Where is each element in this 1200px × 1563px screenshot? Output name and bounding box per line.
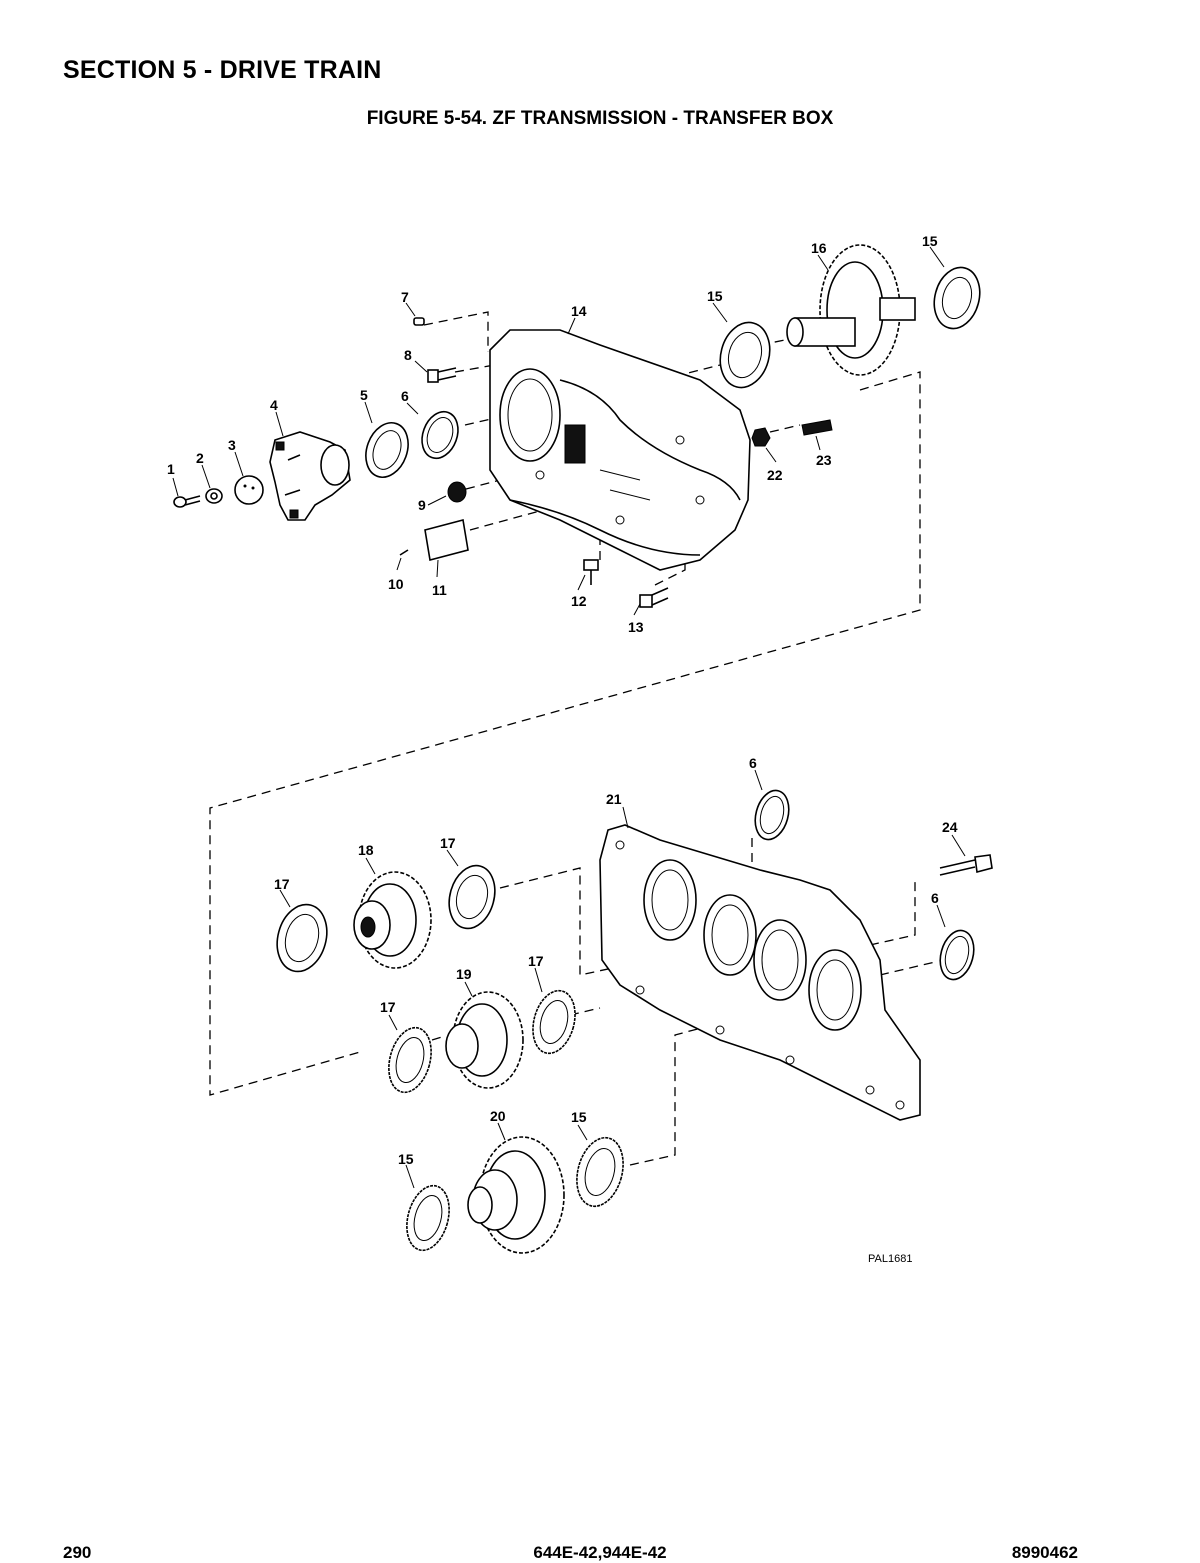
part-17-bearing-lower-right [532, 989, 576, 1055]
callout-15-b: 15 [922, 233, 938, 249]
part-16-gear-shaft [786, 244, 916, 376]
callout-4: 4 [270, 397, 278, 413]
part-8-bolt [427, 367, 457, 383]
callout-15-a: 15 [707, 288, 723, 304]
part-15-bearing-bottom-left [406, 1184, 450, 1252]
callout-9: 9 [418, 497, 426, 513]
part-5-seal [365, 422, 409, 478]
part-21-housing [599, 824, 921, 1121]
part-12-bolt [583, 559, 599, 585]
callout-14: 14 [571, 303, 587, 319]
part-18-gear [353, 871, 432, 969]
part-9-plug [447, 481, 467, 503]
callout-1: 1 [167, 461, 175, 477]
callout-6: 6 [401, 388, 409, 404]
part-10-screw [399, 549, 409, 556]
callout-2: 2 [196, 450, 204, 466]
callout-17-c: 17 [380, 999, 396, 1015]
part-17-bearing-middle [448, 864, 496, 930]
part-1-bolt [173, 495, 201, 508]
part-23-stud [801, 419, 833, 436]
callout-15-c: 15 [398, 1151, 414, 1167]
callout-15-d: 15 [571, 1109, 587, 1125]
part-24-bolt [939, 854, 993, 876]
callout-7: 7 [401, 289, 409, 305]
callout-21: 21 [606, 791, 622, 807]
leader-lines [172, 246, 966, 1189]
callout-11: 11 [432, 582, 447, 598]
image-code: PAL1681 [868, 1253, 912, 1265]
assembly-guide-lines-lower [431, 838, 936, 1166]
part-4-yoke [269, 431, 351, 521]
part-6-shim-lower-top [754, 789, 790, 841]
callout-24: 24 [942, 819, 958, 835]
callout-13: 13 [628, 619, 644, 635]
part-15-bearing-bottom-right [576, 1136, 624, 1208]
part-2-washer [205, 488, 223, 504]
callout-17-b: 17 [440, 835, 456, 851]
part-15-bearing-upper [719, 321, 771, 389]
callout-16: 16 [811, 240, 827, 256]
part-13-bolt [639, 587, 669, 608]
part-14-housing-cover [489, 329, 751, 571]
callout-12: 12 [571, 593, 587, 609]
callout-17-a: 17 [274, 876, 290, 892]
part-6-shim-upper [421, 410, 459, 460]
part-6-shim-lower-right [939, 929, 975, 981]
part-15-bearing-upper-right [933, 266, 981, 330]
callout-6-b: 6 [749, 755, 757, 771]
callout-17-d: 17 [528, 953, 544, 969]
callout-20: 20 [490, 1108, 506, 1124]
callout-10: 10 [388, 576, 404, 592]
document-number: 8990462 [1011, 1543, 1078, 1562]
callout-3: 3 [228, 437, 236, 453]
part-17-bearing-lower-left [388, 1026, 432, 1094]
section-title: SECTION 5 - DRIVE TRAIN [63, 56, 382, 84]
callout-6-c: 6 [931, 890, 939, 906]
part-20-gear [467, 1136, 565, 1254]
callout-19: 19 [456, 966, 472, 982]
callout-8: 8 [404, 347, 412, 363]
callout-5: 5 [360, 387, 368, 403]
part-22-nut [751, 427, 771, 447]
part-17-bearing-left [276, 903, 328, 973]
callout-23: 23 [816, 452, 832, 468]
callouts: 1 2 3 4 5 6 7 8 9 10 11 12 13 14 15 16 1… [167, 233, 958, 1167]
part-7-pin [413, 317, 425, 326]
callout-18: 18 [358, 842, 374, 858]
figure-title: FIGURE 5-54. ZF TRANSMISSION - TRANSFER … [366, 108, 834, 129]
part-19-gear [445, 991, 524, 1089]
callout-22: 22 [767, 467, 783, 483]
part-11-cover-plate [424, 519, 469, 561]
part-3-disc [234, 475, 264, 505]
